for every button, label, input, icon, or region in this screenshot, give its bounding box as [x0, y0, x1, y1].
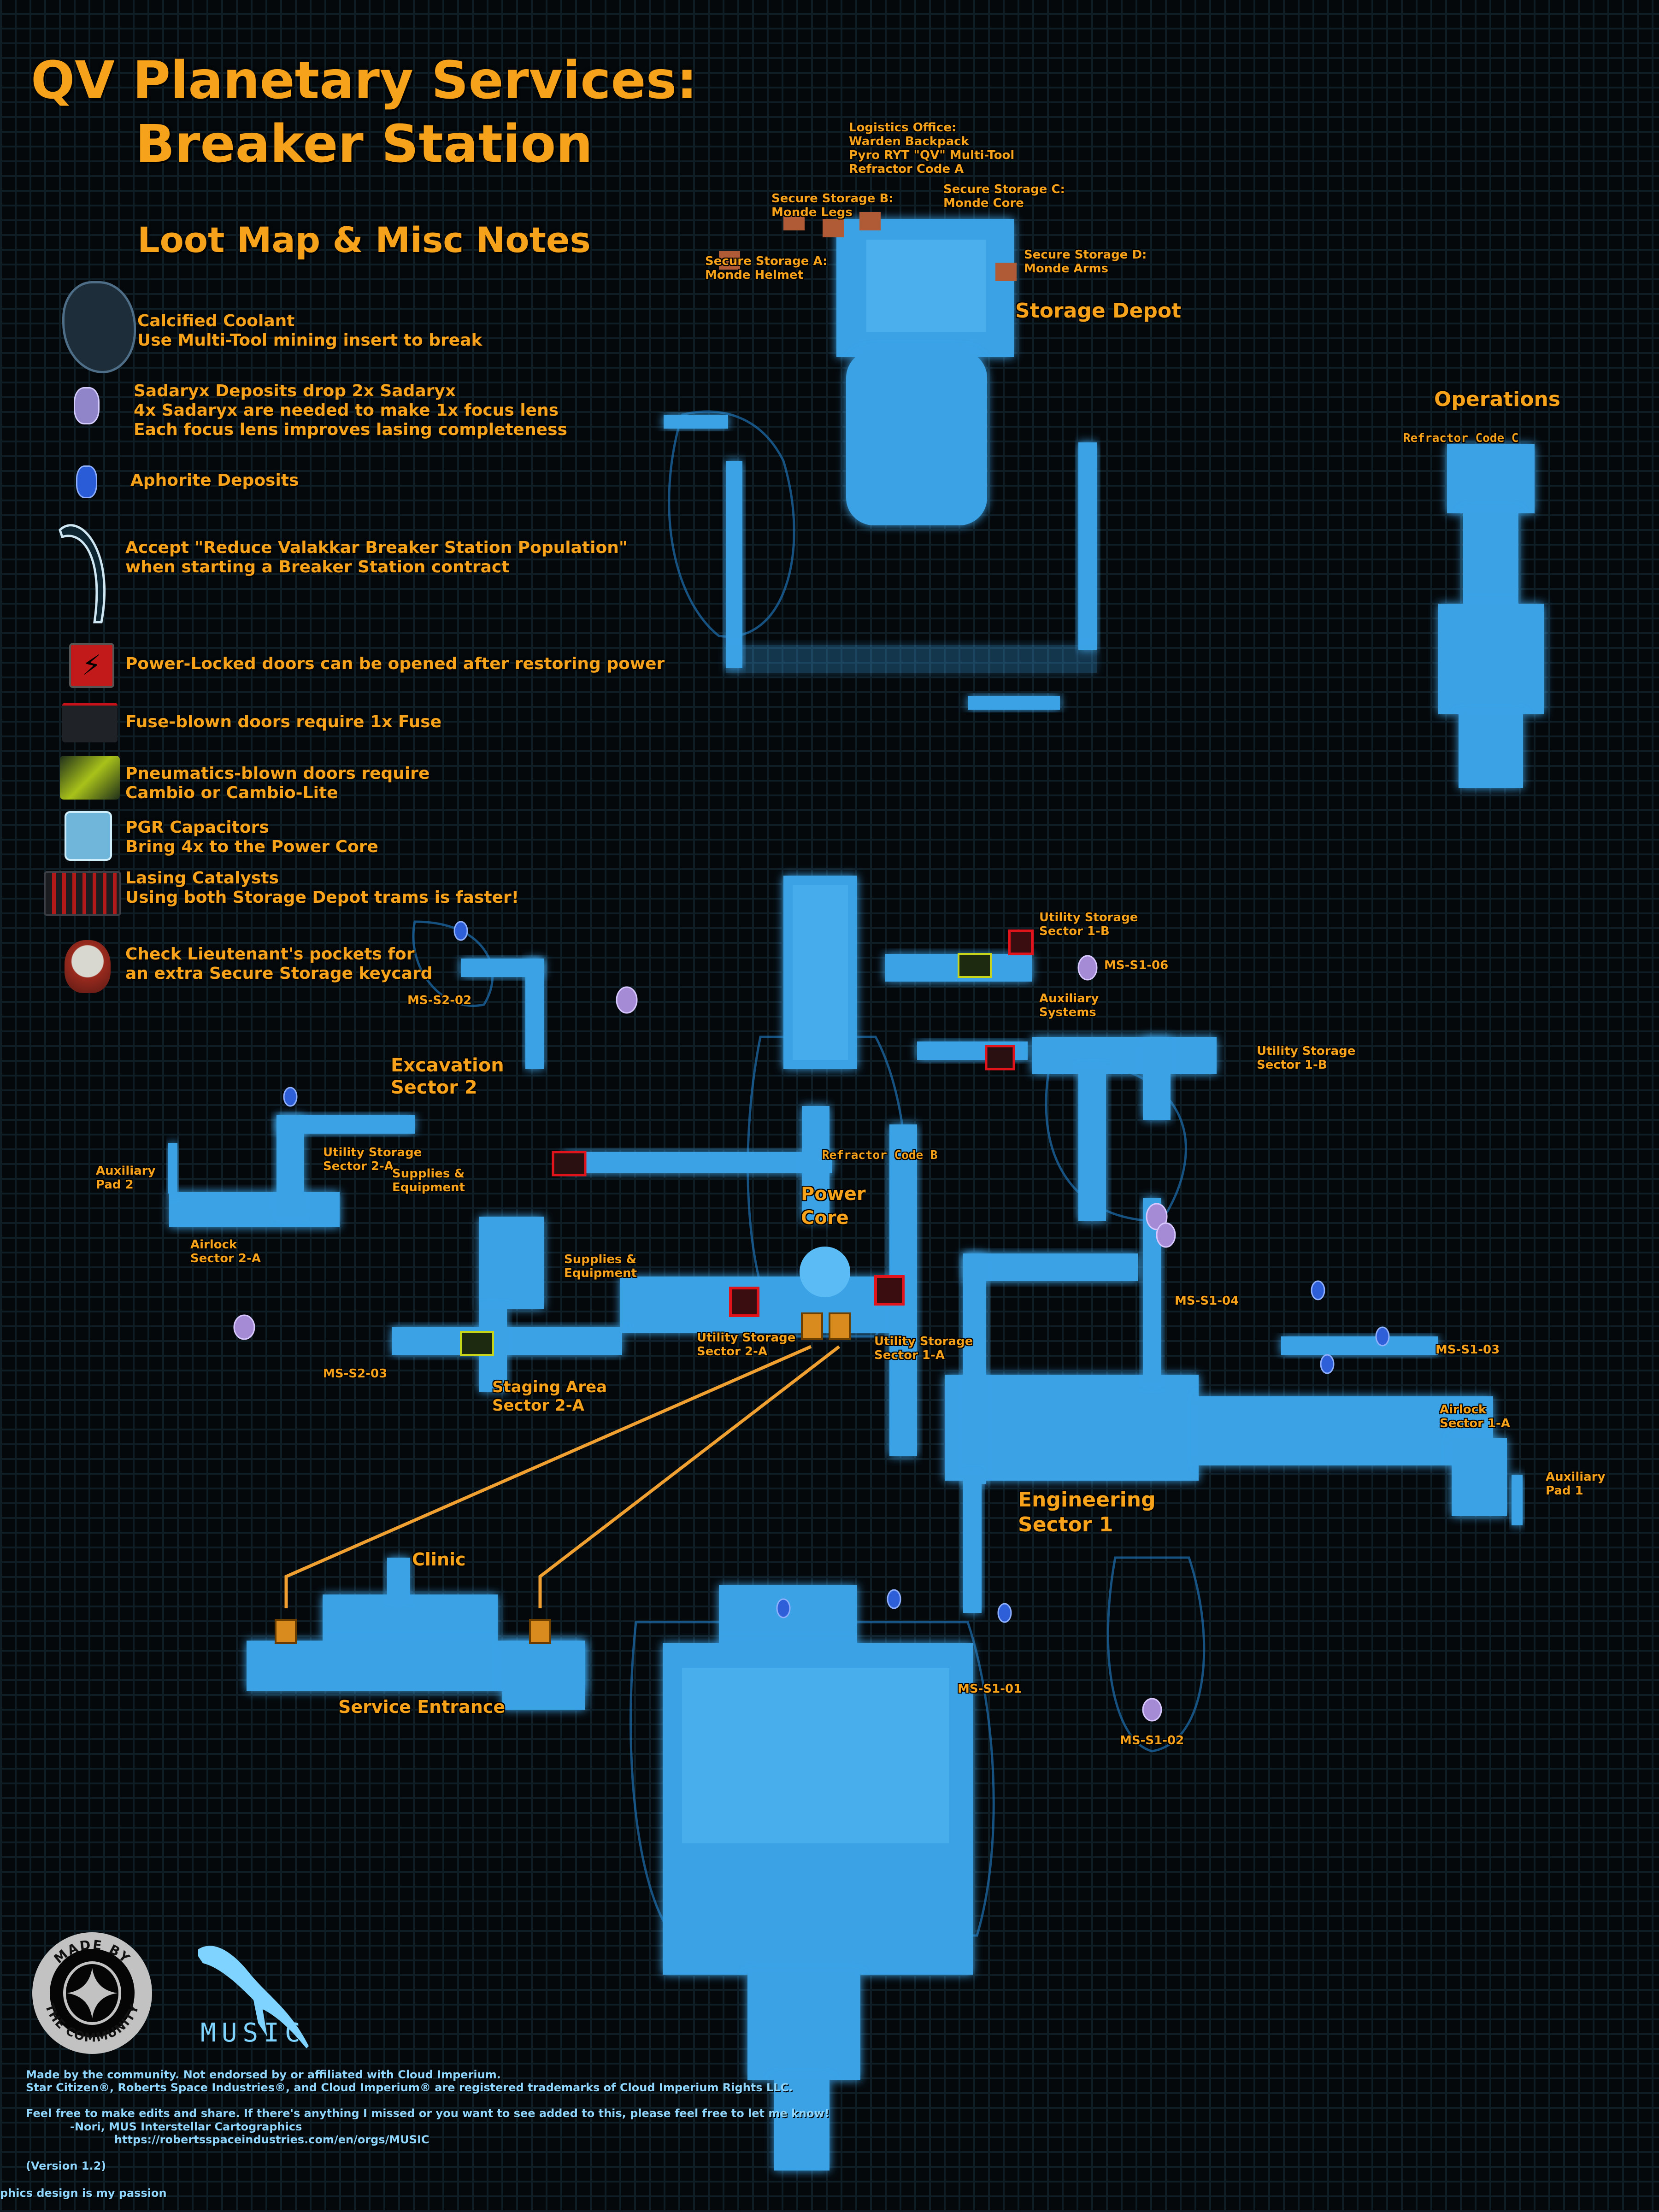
label-power-core: Power Core — [801, 1183, 866, 1229]
lasing-catalyst-icon — [44, 871, 121, 916]
page-subtitle: Loot Map & Misc Notes — [137, 219, 591, 260]
footer-org-link[interactable]: https://robertsspaceindustries.com/en/or… — [114, 2133, 429, 2146]
secure-storage-crate-icon — [859, 212, 881, 230]
sadaryx-deposit-icon — [74, 387, 100, 424]
label-ms-s2-02: MS-S2-02 — [407, 994, 472, 1007]
service-entrance-link-line-2 — [538, 1345, 841, 1608]
legend-item-power-locked: Power-Locked doors can be opened after r… — [125, 654, 665, 673]
label-ms-s1-01: MS-S1-01 — [958, 1682, 1022, 1696]
label-ms-s1-06: MS-S1-06 — [1104, 959, 1169, 972]
rooms-and-corridors — [168, 219, 1544, 2171]
label-utility-storage-1a-core: Utility Storage Sector 1-A — [874, 1335, 973, 1362]
pgr-capacitor-icon — [65, 811, 112, 861]
calcified-coolant-icon — [62, 281, 136, 373]
label-auxiliary-pad-2: Auxiliary Pad 2 — [96, 1164, 156, 1192]
footer-version: (Version 1.2) — [26, 2159, 106, 2172]
label-utility-storage-1b-right: Utility Storage Sector 1-B — [1257, 1044, 1356, 1072]
label-supplies-equipment-2: Supplies & Equipment — [564, 1253, 637, 1280]
label-auxiliary-systems: Auxiliary Systems — [1039, 992, 1099, 1019]
aphorite-deposit-icon — [283, 921, 1390, 1623]
label-storage-depot: Storage Depot — [1015, 299, 1182, 323]
map-markers — [233, 212, 1390, 1722]
label-refractor-code-b: Refractor Code B — [822, 1148, 938, 1162]
label-engineering-sector-1: Engineering Sector 1 — [1018, 1488, 1156, 1536]
secure-storage-crate-icon — [823, 219, 844, 237]
lieutenant-helmet-icon — [65, 940, 111, 993]
legend-item-calcified-coolant: Calcified Coolant Use Multi-Tool mining … — [137, 312, 482, 350]
label-utility-storage-1b-top: Utility Storage Sector 1-B — [1039, 911, 1138, 938]
secure-storage-crate-icon — [995, 263, 1017, 281]
label-secure-storage-d: Secure Storage D: Monde Arms — [1024, 248, 1147, 276]
music-org-logo: MUSIC — [198, 1946, 309, 2048]
service-entrance-link-line-1 — [284, 1345, 812, 1608]
label-ms-s1-03: MS-S1-03 — [1435, 1343, 1500, 1357]
sadaryx-deposit-icon — [233, 955, 1176, 1722]
footer-note: Feel free to make edits and share. If th… — [26, 2107, 830, 2120]
label-utility-storage-2a-core: Utility Storage Sector 2-A — [697, 1331, 796, 1359]
pneumatics-door-icon — [60, 756, 120, 800]
footer-author: -Nori, MUS Interstellar Cartographics — [70, 2120, 302, 2133]
label-secure-storage-c: Secure Storage C: Monde Core — [943, 182, 1065, 210]
pneumatics-door-icon — [460, 1331, 494, 1356]
legend-item-sadaryx: Sadaryx Deposits drop 2x Sadaryx 4x Sada… — [134, 382, 567, 439]
label-service-entrance: Service Entrance — [338, 1697, 506, 1717]
label-auxiliary-pad-1: Auxiliary Pad 1 — [1546, 1470, 1606, 1498]
pneumatics-door-icon — [958, 953, 992, 978]
label-operations: Operations — [1434, 388, 1560, 411]
legend-item-lieutenant: Check Lieutenant's pockets for an extra … — [125, 945, 433, 983]
label-secure-storage-a: Secure Storage A: Monde Helmet — [705, 254, 828, 282]
secure-storage-crate-icon — [783, 212, 805, 230]
label-secure-storage-b: Secure Storage B: Monde Legs — [771, 192, 894, 219]
footer-tagline: phics design is my passion — [0, 2187, 167, 2200]
label-excavation-sector-2: Excavation Sector 2 — [391, 1055, 504, 1098]
label-airlock-sector-1a: Airlock Sector 1-A — [1440, 1403, 1510, 1430]
label-airlock-sector-2a: Airlock Sector 2-A — [190, 1238, 261, 1265]
label-clinic: Clinic — [412, 1549, 466, 1570]
label-refractor-code-c: Refractor Code C — [1403, 431, 1519, 445]
power-locked-door-icon: ⚡ — [69, 643, 114, 688]
music-logo-text: MUSIC — [200, 2018, 306, 2048]
page-title: QV Planetary Services: — [30, 51, 698, 111]
elevator-marker-icon — [275, 1619, 297, 1644]
legend-item-aphorite: Aphorite Deposits — [130, 471, 299, 490]
label-utility-storage-2a-left: Utility Storage Sector 2-A — [323, 1146, 422, 1173]
elevator-marker-icon — [801, 1312, 823, 1340]
power-locked-door-icon — [729, 1287, 759, 1317]
elevator-marker-icon — [529, 1619, 551, 1644]
label-ms-s1-02: MS-S1-02 — [1120, 1734, 1184, 1747]
label-logistics-office: Logistics Office: Warden Backpack Pyro R… — [849, 121, 1015, 176]
power-locked-door-icon — [874, 1275, 905, 1306]
tusk-icon — [59, 524, 106, 624]
legend-item-tusk-contract: Accept "Reduce Valakkar Breaker Station … — [125, 538, 628, 577]
made-by-the-community-badge: MADE BY THE COMMUNITY — [32, 1932, 152, 2054]
page-title-line-2: Breaker Station — [135, 114, 593, 174]
label-ms-s2-03: MS-S2-03 — [323, 1367, 388, 1381]
footer-disclaimer: Made by the community. Not endorsed by o… — [26, 2068, 501, 2081]
label-staging-area: Staging Area Sector 2-A — [492, 1378, 607, 1415]
fuse-door-icon — [62, 703, 118, 742]
label-supplies-equipment-1: Supplies & Equipment — [392, 1167, 465, 1194]
legend-item-lasing-catalysts: Lasing Catalysts Using both Storage Depo… — [125, 869, 519, 907]
elevator-marker-icon — [829, 1312, 851, 1340]
power-locked-door-icon — [1008, 930, 1034, 955]
fuse-door-icon — [552, 1151, 587, 1177]
aphorite-deposit-icon — [76, 465, 97, 498]
footer-trademark: Star Citizen®, Roberts Space Industries®… — [26, 2081, 793, 2094]
secure-storage-crate-icon — [719, 251, 740, 270]
legend-item-pneumatics: Pneumatics-blown doors require Cambio or… — [125, 764, 430, 802]
label-ms-s1-04: MS-S1-04 — [1175, 1294, 1239, 1308]
fuse-door-icon — [985, 1045, 1015, 1071]
legend-item-pgr-capacitors: PGR Capacitors Bring 4x to the Power Cor… — [125, 818, 378, 856]
legend-item-fuse-blown: Fuse-blown doors require 1x Fuse — [125, 712, 442, 731]
